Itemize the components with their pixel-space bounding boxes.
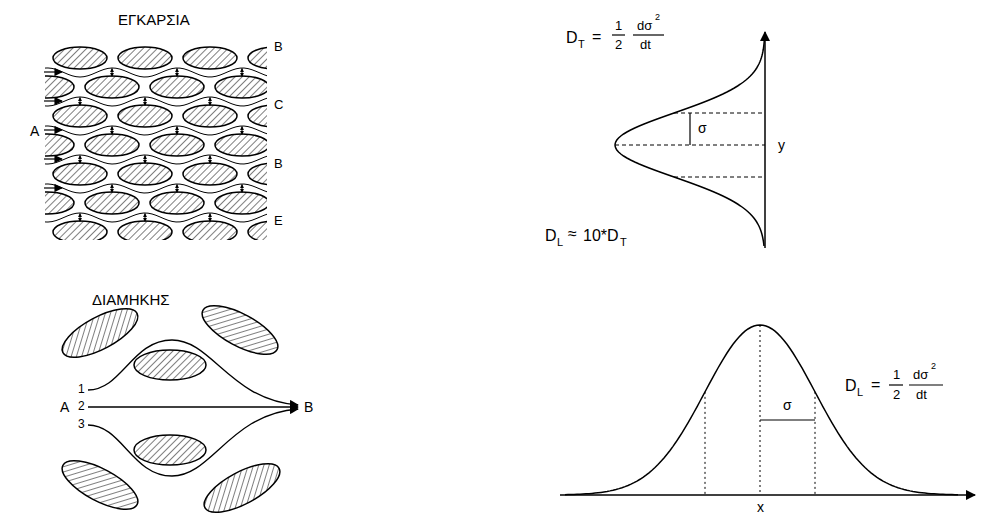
longitudinal-profile xyxy=(560,325,975,495)
point-label: B xyxy=(274,157,283,170)
flow-lines xyxy=(45,68,267,222)
formula-denominator: 2 xyxy=(615,38,622,51)
grain xyxy=(45,76,74,98)
grain xyxy=(85,192,139,214)
formula-numerator: dσ xyxy=(913,368,928,381)
exchange-arrow xyxy=(145,156,146,164)
path-number: 2 xyxy=(78,400,85,412)
grain xyxy=(215,134,267,156)
formula-symbol: = xyxy=(592,29,601,45)
formula-subscript: L xyxy=(857,387,863,398)
formula-denominator: 2 xyxy=(893,388,900,401)
point-label: E xyxy=(274,214,283,227)
formula-denominator: dt xyxy=(640,38,651,51)
grain xyxy=(53,47,107,69)
exchange-arrows xyxy=(80,69,242,222)
formula-denominator: dt xyxy=(916,388,927,401)
formula-superscript: 2 xyxy=(931,362,936,371)
formula-numerator: 1 xyxy=(893,368,900,381)
grain xyxy=(248,47,267,69)
grain xyxy=(85,76,139,98)
inflow-arrows xyxy=(44,72,62,188)
grain xyxy=(248,221,267,240)
grain xyxy=(118,105,172,127)
formula-subscript: T xyxy=(578,39,585,50)
formula-symbol: 10*D xyxy=(583,228,619,244)
exchange-arrow xyxy=(80,98,81,106)
exchange-arrow xyxy=(145,98,146,106)
exchange-arrow xyxy=(112,69,113,77)
grain xyxy=(215,76,267,98)
exchange-arrow xyxy=(210,214,211,222)
grain-pack xyxy=(45,47,267,240)
exchange-arrow xyxy=(242,127,243,135)
grain xyxy=(118,163,172,185)
grain xyxy=(150,134,204,156)
section-heading: ΕΓΚΑΡΣΙΑ xyxy=(118,12,190,27)
formula-numerator: dσ xyxy=(637,19,652,32)
point-label: B xyxy=(274,40,283,53)
grain xyxy=(118,47,172,69)
point-label: B xyxy=(304,400,313,414)
formula-subscript: L xyxy=(557,237,563,248)
grain xyxy=(150,76,204,98)
formula-symbol: = xyxy=(871,377,880,393)
grain xyxy=(53,163,107,185)
sigma-label: σ xyxy=(696,121,709,135)
grain xyxy=(183,47,237,69)
exchange-arrow xyxy=(177,185,178,193)
grain xyxy=(183,221,237,240)
grain xyxy=(248,163,267,185)
exchange-arrow xyxy=(210,98,211,106)
exchange-arrow xyxy=(112,185,113,193)
exchange-arrow xyxy=(177,127,178,135)
grain xyxy=(150,192,204,214)
axis-label: y xyxy=(776,138,787,152)
flow-paths xyxy=(88,340,298,476)
exchange-arrow xyxy=(210,156,211,164)
grain xyxy=(183,163,237,185)
section-heading: ΔΙΑΜΗΚΗΣ xyxy=(92,292,170,307)
grain xyxy=(183,105,237,127)
exchange-arrow xyxy=(80,156,81,164)
axis-label: x xyxy=(755,500,766,514)
grain xyxy=(85,134,139,156)
path-number: 3 xyxy=(78,418,85,430)
formula-symbol: D xyxy=(566,30,578,46)
grain xyxy=(215,192,267,214)
point-label: C xyxy=(274,98,283,111)
exchange-arrow xyxy=(80,214,81,222)
formula-numerator: 1 xyxy=(615,19,622,32)
exchange-arrow xyxy=(145,214,146,222)
formula-superscript: 2 xyxy=(655,13,660,22)
formula-symbol: D xyxy=(845,378,857,394)
point-label: A xyxy=(30,124,39,138)
point-label: A xyxy=(60,400,69,414)
grain-pack xyxy=(55,296,286,520)
sigma-label: σ xyxy=(781,398,794,412)
formula-subscript: T xyxy=(620,237,627,248)
grain xyxy=(118,221,172,240)
grain xyxy=(248,105,267,127)
transverse-profile xyxy=(612,32,765,248)
exchange-arrow xyxy=(242,185,243,193)
grain xyxy=(45,134,74,156)
grain xyxy=(45,192,74,214)
path-number: 1 xyxy=(78,383,85,395)
exchange-arrow xyxy=(242,69,243,77)
grain xyxy=(53,221,107,240)
exchange-arrow xyxy=(177,69,178,77)
formula-symbol: ≈ xyxy=(568,226,577,242)
grain xyxy=(53,105,107,127)
exchange-arrow xyxy=(112,127,113,135)
formula-symbol: D xyxy=(545,228,557,244)
